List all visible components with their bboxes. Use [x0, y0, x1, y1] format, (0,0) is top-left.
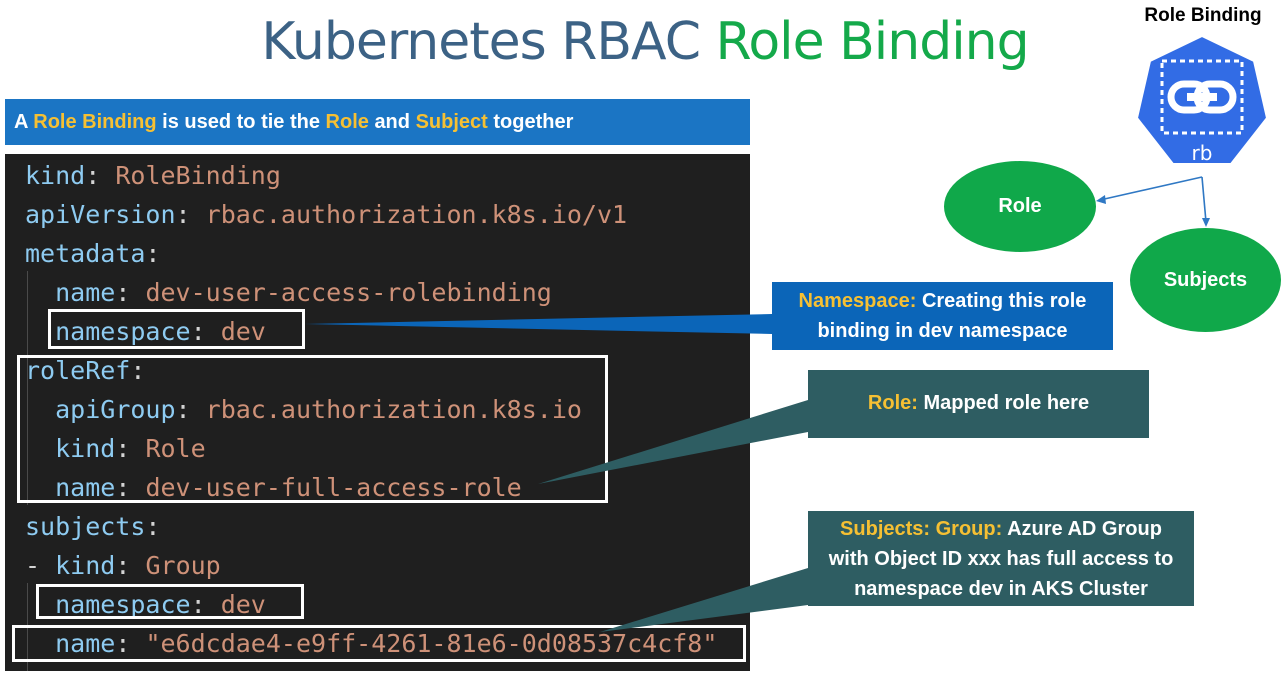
title-accent: Role Binding: [715, 12, 1030, 72]
banner-highlight-rolebinding: Role Binding: [33, 111, 157, 133]
subjects-node: Subjects: [1130, 228, 1281, 332]
code-line-roleref-apigroup: apiGroup: rbac.authorization.k8s.io: [55, 395, 582, 424]
highlight-box-subject-name: [12, 625, 746, 662]
arrow-to-subjects: [1201, 176, 1207, 223]
banner-text: is used to tie the: [162, 111, 320, 133]
code-line-kind: kind: RoleBinding: [25, 161, 281, 190]
code-line-subject-kind: - kind: Group: [25, 551, 221, 580]
banner-highlight-subject: Subject: [415, 111, 488, 133]
banner-text: and: [374, 111, 410, 133]
arrow-to-role: [1099, 176, 1203, 201]
role-callout-label: Role:: [867, 392, 918, 414]
subjects-callout-text: namespace dev in AKS Cluster: [854, 578, 1148, 600]
highlight-box-metadata-namespace: [48, 309, 305, 349]
code-line-subjects: subjects:: [25, 512, 161, 541]
banner-highlight-role: Role: [325, 111, 369, 133]
code-line-roleref-kind: kind: Role: [55, 434, 206, 463]
arrowhead-role: [1096, 195, 1106, 204]
subjects-callout-text: Azure AD Group: [1007, 518, 1162, 540]
namespace-callout: Namespace: Creating this role binding in…: [772, 282, 1113, 350]
highlight-box-subject-namespace: [36, 584, 304, 619]
namespace-callout-label: Namespace:: [798, 290, 917, 312]
code-line-apiversion: apiVersion: rbac.authorization.k8s.io/v1: [25, 200, 628, 229]
code-line-roleref-name: name: dev-user-full-access-role: [55, 473, 522, 502]
description-banner: A Role Binding is used to tie the Role a…: [5, 99, 750, 145]
indent-guide: [27, 388, 28, 505]
rolebinding-icon-title: Role Binding: [1144, 5, 1262, 26]
indent-guide: [27, 271, 28, 388]
link-icon: [1167, 80, 1237, 114]
role-callout-text: Mapped role here: [923, 392, 1090, 414]
role-node: Role: [944, 161, 1096, 252]
title-main: Kubernetes RBAC: [261, 12, 701, 72]
rolebinding-icon: rb: [1135, 34, 1269, 165]
highlight-box-roleref: [17, 355, 608, 503]
banner-text: A: [14, 111, 28, 133]
code-line-roleref: roleRef:: [25, 356, 146, 385]
subjects-callout-text: with Object ID xxx has full access to: [828, 548, 1174, 570]
namespace-callout-text: Creating this role: [921, 290, 1087, 312]
page-title: Kubernetes RBAC Role Binding: [0, 12, 1286, 72]
code-line-subject-namespace: namespace: dev: [55, 590, 266, 619]
subjects-callout: Subjects: Group: Azure AD Group with Obj…: [808, 511, 1194, 606]
role-callout: Role: Mapped role here: [808, 370, 1149, 438]
code-line-metadata: metadata:: [25, 239, 161, 268]
code-line-subject-name: name: "e6dcdae4-e9ff-4261-81e6-0d08537c4…: [55, 629, 718, 658]
namespace-callout-pointer: [305, 314, 772, 334]
rolebinding-icon-text: rb: [1192, 141, 1213, 165]
namespace-callout-text: binding in dev namespace: [817, 320, 1068, 342]
arrowhead-subjects: [1202, 218, 1210, 227]
subjects-callout-pointer: [600, 568, 808, 632]
banner-text: together: [493, 111, 574, 133]
code-line-metadata-name: name: dev-user-access-rolebinding: [55, 278, 552, 307]
code-line-metadata-namespace: namespace: dev: [55, 317, 266, 346]
role-callout-pointer: [538, 400, 808, 484]
subjects-callout-label: Subjects: Group:: [840, 518, 1003, 540]
